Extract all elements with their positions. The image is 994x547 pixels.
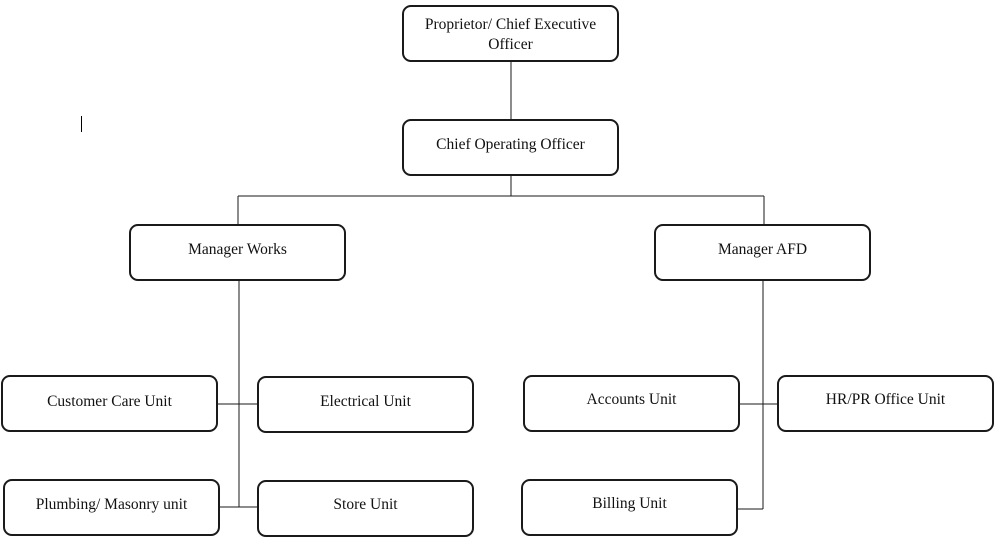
hr-pr-office-unit-label: HR/PR Office Unit <box>825 391 946 408</box>
electrical-unit-box: Electrical Unit <box>257 376 474 433</box>
billing-unit-label: Billing Unit <box>592 495 667 512</box>
store-unit-label: Store Unit <box>333 496 398 513</box>
accounts-unit-box: Accounts Unit <box>523 375 740 432</box>
manager-afd-box: Manager AFD <box>654 224 871 281</box>
coo-box: Chief Operating Officer <box>402 119 619 176</box>
plumbing-masonry-unit-label: Plumbing/ Masonry unit <box>35 496 188 513</box>
hr-pr-office-unit-box: HR/PR Office Unit <box>777 375 994 432</box>
manager-works-box: Manager Works <box>129 224 346 281</box>
store-unit-box: Store Unit <box>257 480 474 537</box>
plumbing-masonry-unit-box: Plumbing/ Masonry unit <box>3 479 220 536</box>
ceo-box: Proprietor/ Chief Executive Officer <box>402 5 619 62</box>
text-cursor <box>81 116 82 132</box>
customer-care-unit-label: Customer Care Unit <box>47 393 172 410</box>
coo-label: Chief Operating Officer <box>436 136 585 153</box>
manager-works-label: Manager Works <box>188 241 287 258</box>
electrical-unit-label: Electrical Unit <box>320 393 411 410</box>
manager-afd-label: Manager AFD <box>717 241 808 258</box>
accounts-unit-label: Accounts Unit <box>586 391 677 408</box>
customer-care-unit-box: Customer Care Unit <box>1 375 218 432</box>
billing-unit-box: Billing Unit <box>521 479 738 536</box>
ceo-label: Proprietor/ Chief Executive Officer <box>424 16 597 53</box>
